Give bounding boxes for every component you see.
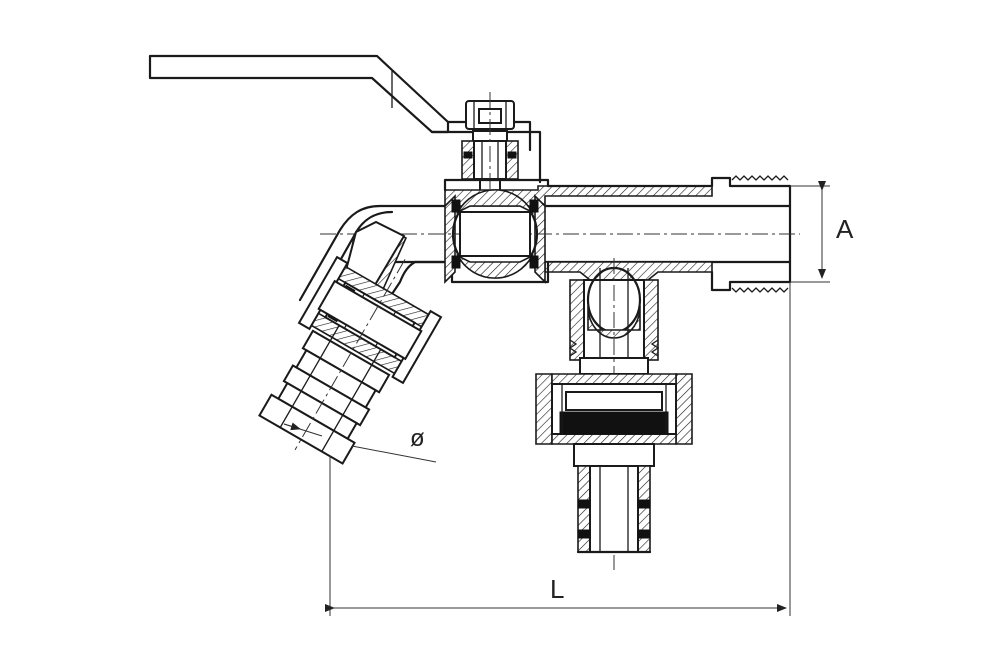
dimension-diameter: ø — [283, 422, 437, 463]
dimension-l: L — [325, 282, 791, 616]
dimension-a: A — [790, 181, 854, 283]
hose-tail-bottom — [573, 443, 655, 554]
stem-assembly — [461, 92, 519, 198]
outlet-union-nut — [535, 373, 693, 445]
spout — [298, 204, 417, 302]
outlet-branch — [568, 258, 660, 570]
dimension-a-label: A — [836, 214, 854, 244]
dimension-l-label: L — [550, 574, 564, 604]
hose-tail-left — [258, 259, 423, 465]
valve-body — [320, 175, 800, 293]
dimension-diameter-label: ø — [410, 425, 425, 452]
ball — [451, 189, 539, 279]
